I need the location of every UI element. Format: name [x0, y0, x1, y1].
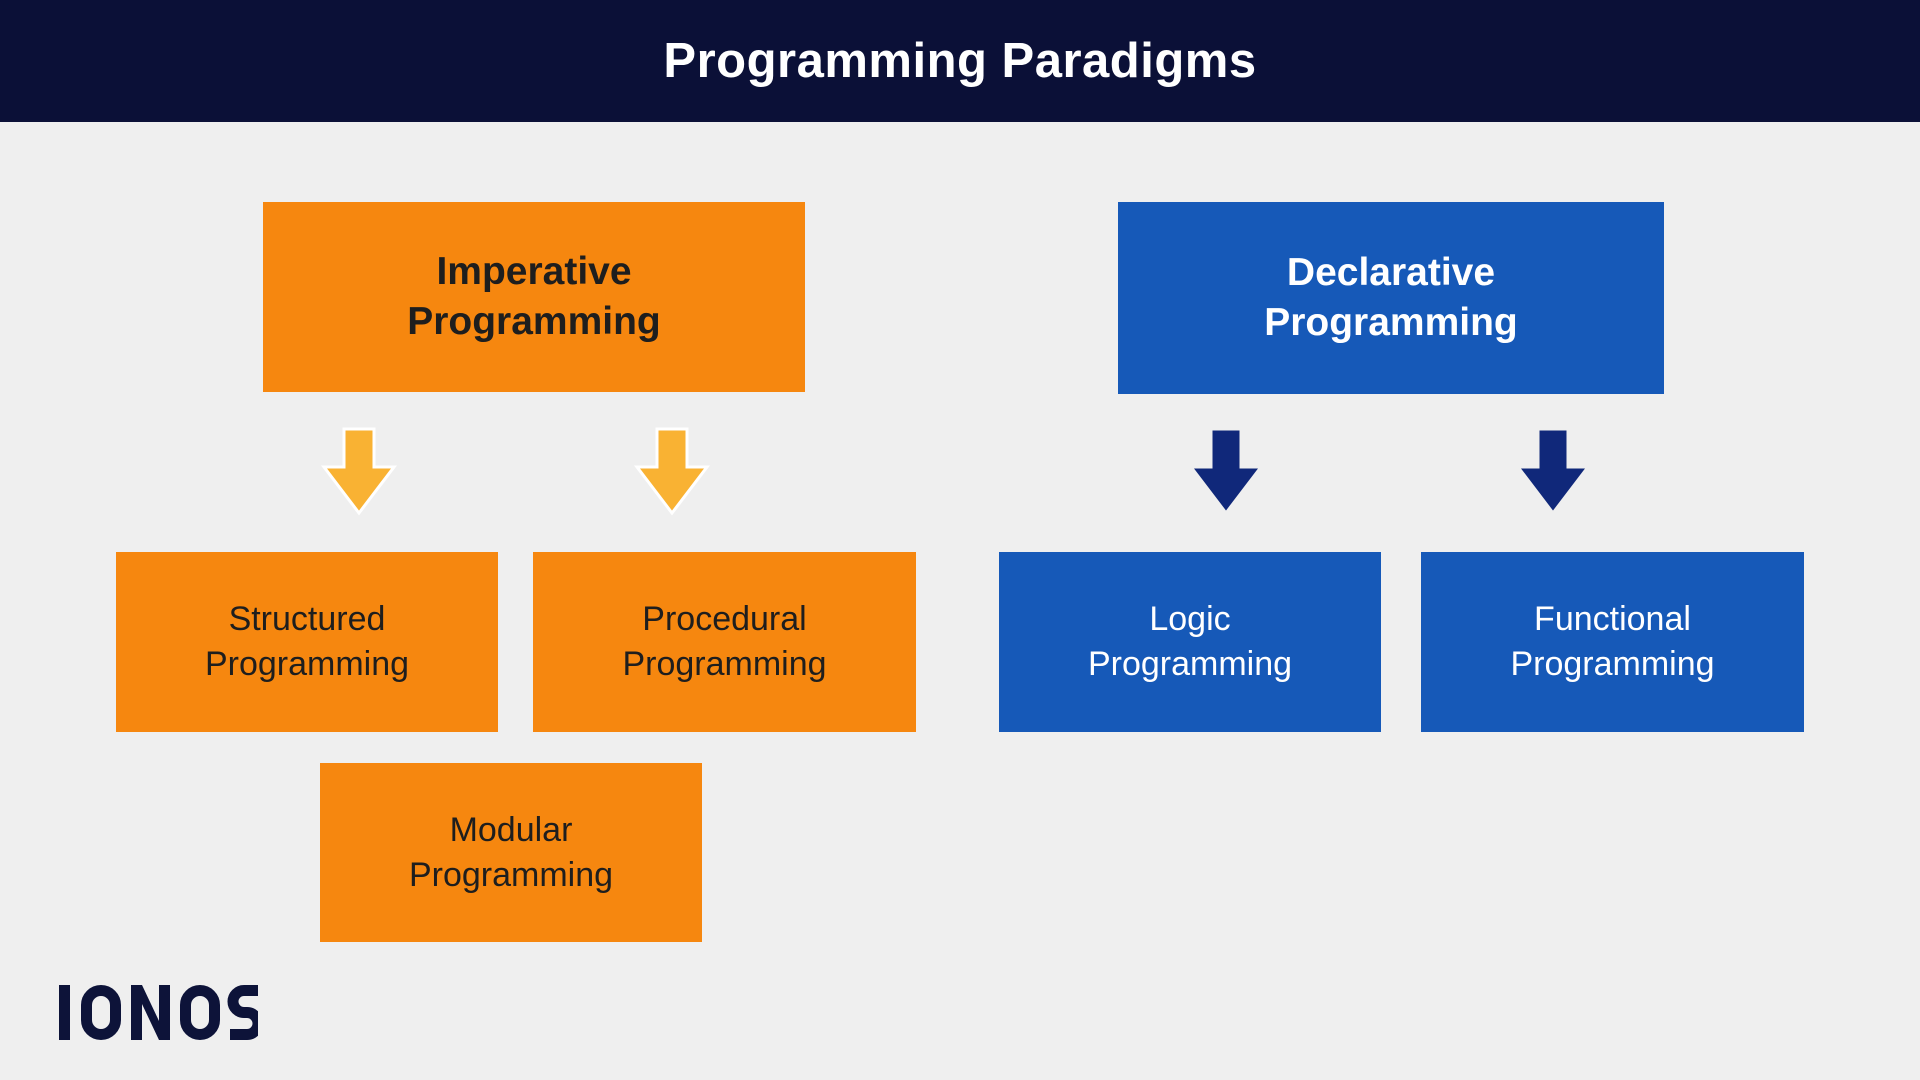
procedural-programming-box: Procedural Programming [533, 552, 916, 732]
arrow-down-icon [320, 427, 398, 516]
modular-programming-box: Modular Programming [320, 763, 702, 942]
ionos-logo: IONOS [59, 985, 264, 1042]
arrow-down-icon [1514, 427, 1592, 516]
functional-programming-box: Functional Programming [1421, 552, 1804, 732]
header-bar: Programming Paradigms [0, 0, 1920, 122]
page-title: Programming Paradigms [663, 34, 1257, 88]
structured-programming-box: Structured Programming [116, 552, 498, 732]
imperative-programming-box: Imperative Programming [263, 202, 805, 392]
declarative-programming-box: Declarative Programming [1118, 202, 1664, 394]
logic-programming-label: Logic Programming [1087, 600, 1293, 683]
structured-programming-label: Structured Programming [204, 600, 410, 683]
imperative-programming-label: Imperative Programming [407, 250, 661, 343]
declarative-programming-label: Declarative Programming [1264, 251, 1518, 344]
functional-programming-label: Functional Programming [1510, 600, 1715, 683]
modular-programming-label: Modular Programming [408, 810, 614, 894]
procedural-programming-label: Procedural Programming [622, 600, 827, 683]
arrow-down-icon [633, 427, 711, 516]
arrow-down-icon [1187, 427, 1265, 516]
logic-programming-box: Logic Programming [999, 552, 1381, 732]
